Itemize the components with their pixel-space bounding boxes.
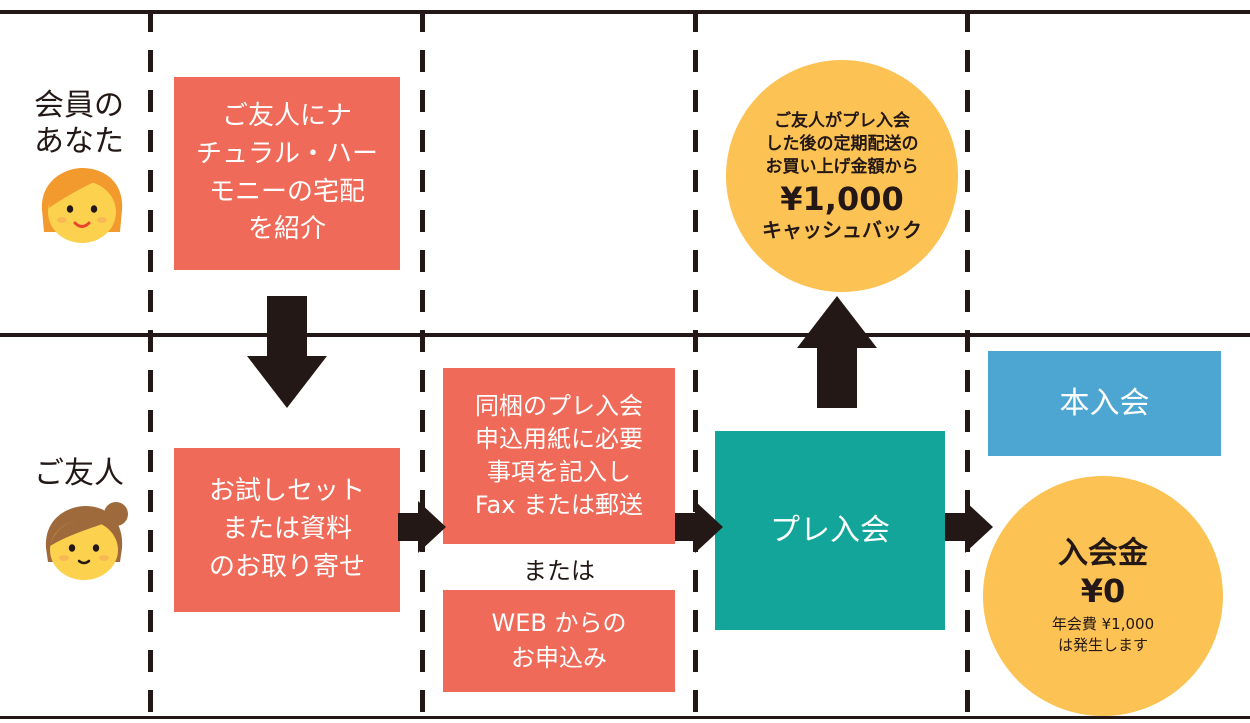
entry-fee-amount: ¥0 [1080, 571, 1126, 610]
web-apply-step: WEB からの お申込み [443, 590, 675, 692]
cashback-badge: ご友人がプレ入会 した後の定期配送の お買い上げ金額から ¥1,000 キャッシ… [726, 60, 958, 292]
column-divider [420, 10, 425, 723]
cashback-amount: ¥1,000 [780, 180, 904, 218]
column-divider [965, 10, 970, 723]
annual-fee-note: 年会費 ¥1,000 は発生します [1051, 615, 1155, 655]
or-label: または [523, 557, 595, 585]
cashback-description: ご友人がプレ入会 した後の定期配送の お買い上げ金額から [765, 111, 919, 178]
entry-fee-title: 入会金 [1058, 535, 1148, 571]
middle-rule [0, 333, 1250, 337]
cashback-label: キャッシュバック [762, 217, 922, 242]
introduce-step: ご友人にナ チュラル・ハー モニーの宅配 を紹介 [174, 77, 400, 270]
friend-row-label: ご友人 [34, 456, 124, 491]
column-divider [148, 10, 153, 723]
arrow-up-icon [797, 296, 877, 408]
member-row-label: 会員の あなた [34, 88, 124, 159]
woman-bun-face-icon [45, 502, 128, 580]
arrow-down-icon [247, 296, 327, 408]
arrow-right-icon [675, 501, 723, 553]
top-rule [0, 10, 1250, 14]
mail-apply-step: 同梱のプレ入会 申込用紙に必要 事項を記入し Fax または郵送 [443, 368, 675, 544]
full-join-step: 本入会 [988, 351, 1221, 456]
arrow-right-icon [398, 501, 446, 553]
arrow-right-icon [945, 501, 993, 553]
column-divider [693, 10, 698, 723]
bottom-rule [0, 716, 1250, 719]
entry-fee-badge: 入会金 ¥0 年会費 ¥1,000 は発生します [983, 476, 1223, 716]
pre-join-step: プレ入会 [715, 431, 945, 630]
woman-face-icon [41, 168, 123, 243]
request-sample-step: お試しセット または資料 のお取り寄せ [174, 448, 400, 612]
